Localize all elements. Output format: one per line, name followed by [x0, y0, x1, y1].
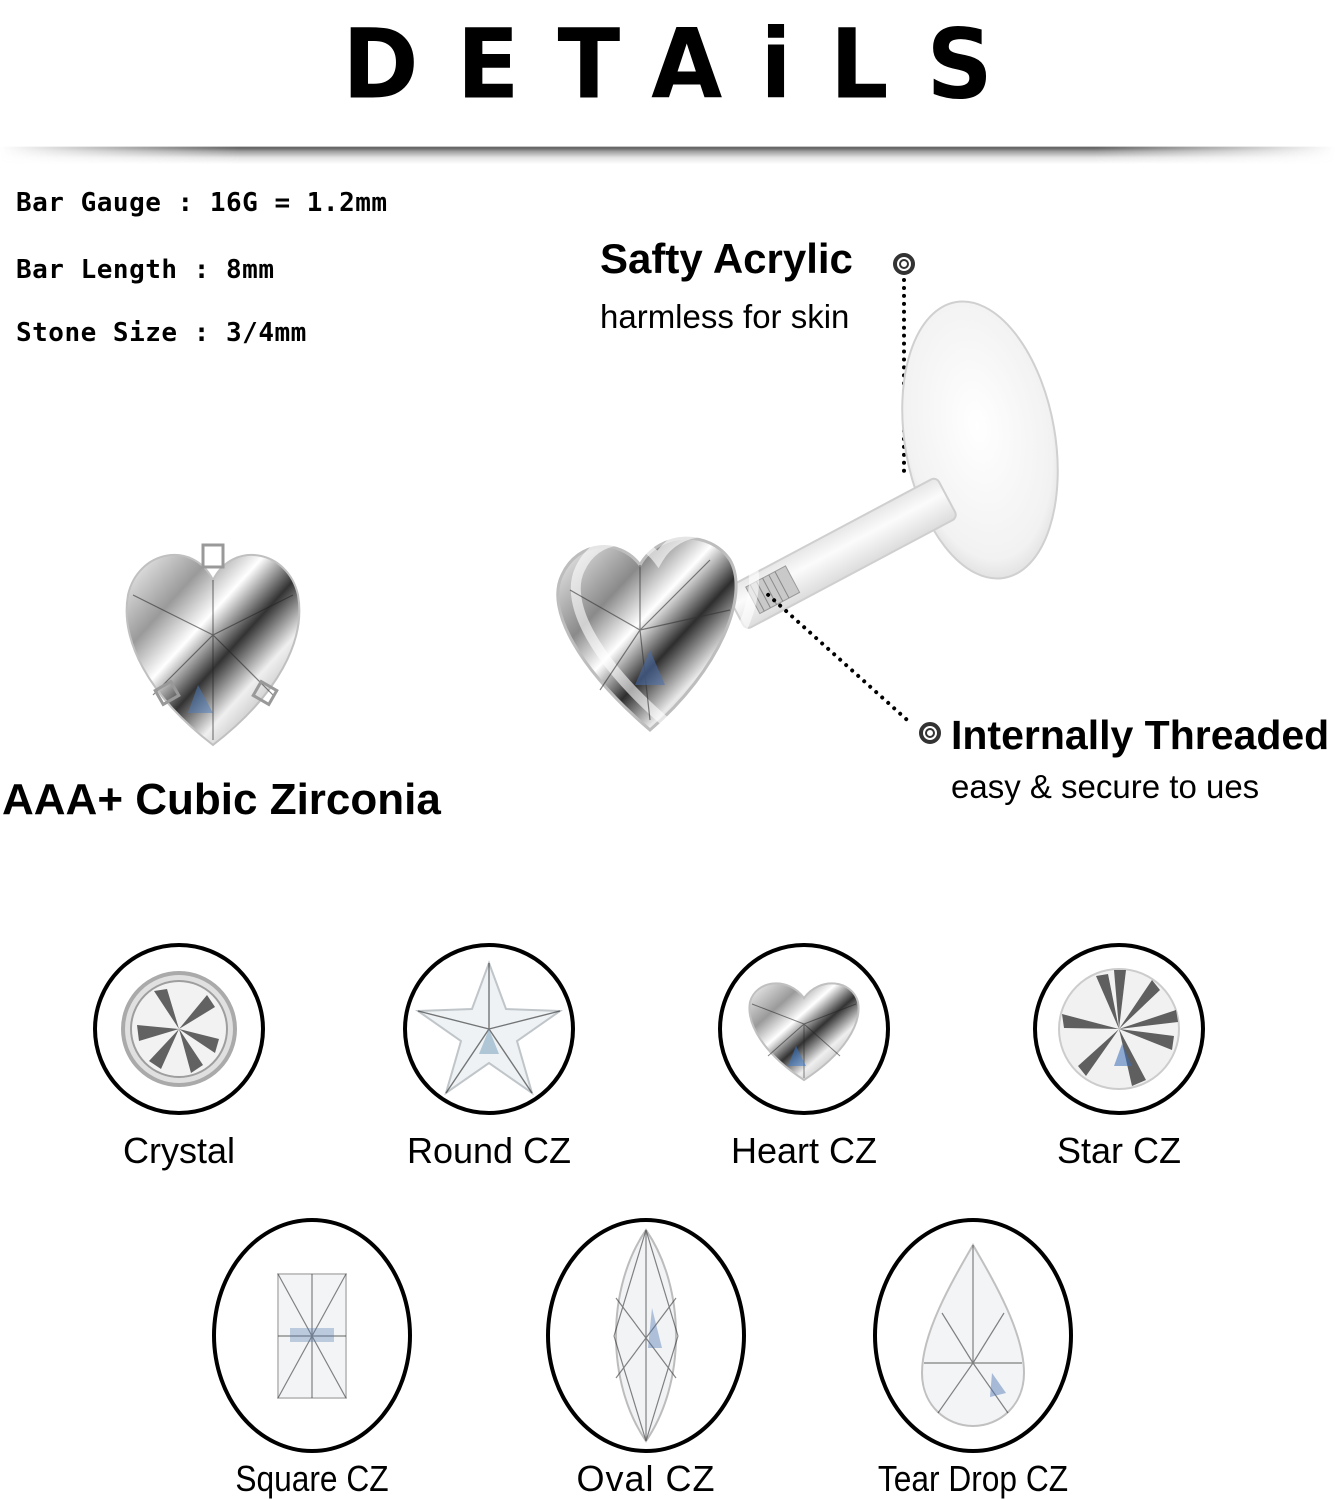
spec-label: Stone Size [16, 318, 178, 348]
shape-label: Round CZ [406, 1130, 572, 1171]
target-icon [893, 253, 915, 275]
header-divider [0, 146, 1335, 164]
shape-option-heart-cz[interactable]: Heart CZ [718, 943, 890, 1171]
product-image [556, 300, 1059, 732]
square-shape-icon [212, 1218, 412, 1453]
featured-stone-label: AAA+ Cubic Zirconia [2, 775, 441, 824]
title-text: DETAiLS [342, 8, 1031, 121]
shape-option-star-cz[interactable]: Star CZ [1033, 943, 1205, 1171]
spec-bar-length: Bar Length : 8mm [16, 255, 275, 285]
acrylic-callout-title: Safty Acrylic [600, 235, 853, 282]
crystal-shape-icon [93, 943, 265, 1115]
shape-label: Heart CZ [730, 1130, 878, 1171]
spec-label: Bar Gauge [16, 188, 162, 218]
shape-option-crystal[interactable]: Crystal [93, 943, 265, 1171]
shape-option-round-cz[interactable]: Round CZ [403, 943, 575, 1171]
threaded-callout-subtitle: easy & secure to ues [951, 768, 1260, 805]
spec-label: Bar Length [16, 255, 178, 285]
shape-option-oval-cz[interactable]: Oval CZ [546, 1218, 746, 1499]
shape-label: Square CZ [235, 1458, 389, 1499]
star-shape-icon [403, 943, 575, 1115]
page-title: DETAiLS [0, 0, 1335, 130]
shape-label: Star CZ [1056, 1130, 1181, 1171]
heart-shape-icon [718, 943, 890, 1115]
threaded-callout-title: Internally Threaded [951, 712, 1330, 758]
spec-value: 3/4mm [226, 318, 307, 348]
round-shape-icon [1033, 943, 1205, 1115]
shape-label: Oval CZ [576, 1458, 716, 1499]
pear-shape-icon [873, 1218, 1073, 1453]
spec-bar-gauge: Bar Gauge : 16G = 1.2mm [16, 188, 388, 218]
spec-value: 16G = 1.2mm [209, 188, 388, 218]
shape-option-square-cz[interactable]: Square CZ [212, 1218, 412, 1499]
spec-stone-size: Stone Size : 3/4mm [16, 318, 307, 348]
shape-label: Crystal [122, 1130, 235, 1171]
shape-label: Tear Drop CZ [877, 1458, 1069, 1499]
spec-value: 8mm [226, 255, 275, 285]
marquise-shape-icon [546, 1218, 746, 1453]
acrylic-callout-subtitle: harmless for skin [600, 298, 850, 335]
heart-stone-image [125, 543, 301, 747]
shape-option-tear-drop-cz[interactable]: Tear Drop CZ [873, 1218, 1073, 1499]
target-icon [919, 722, 941, 744]
